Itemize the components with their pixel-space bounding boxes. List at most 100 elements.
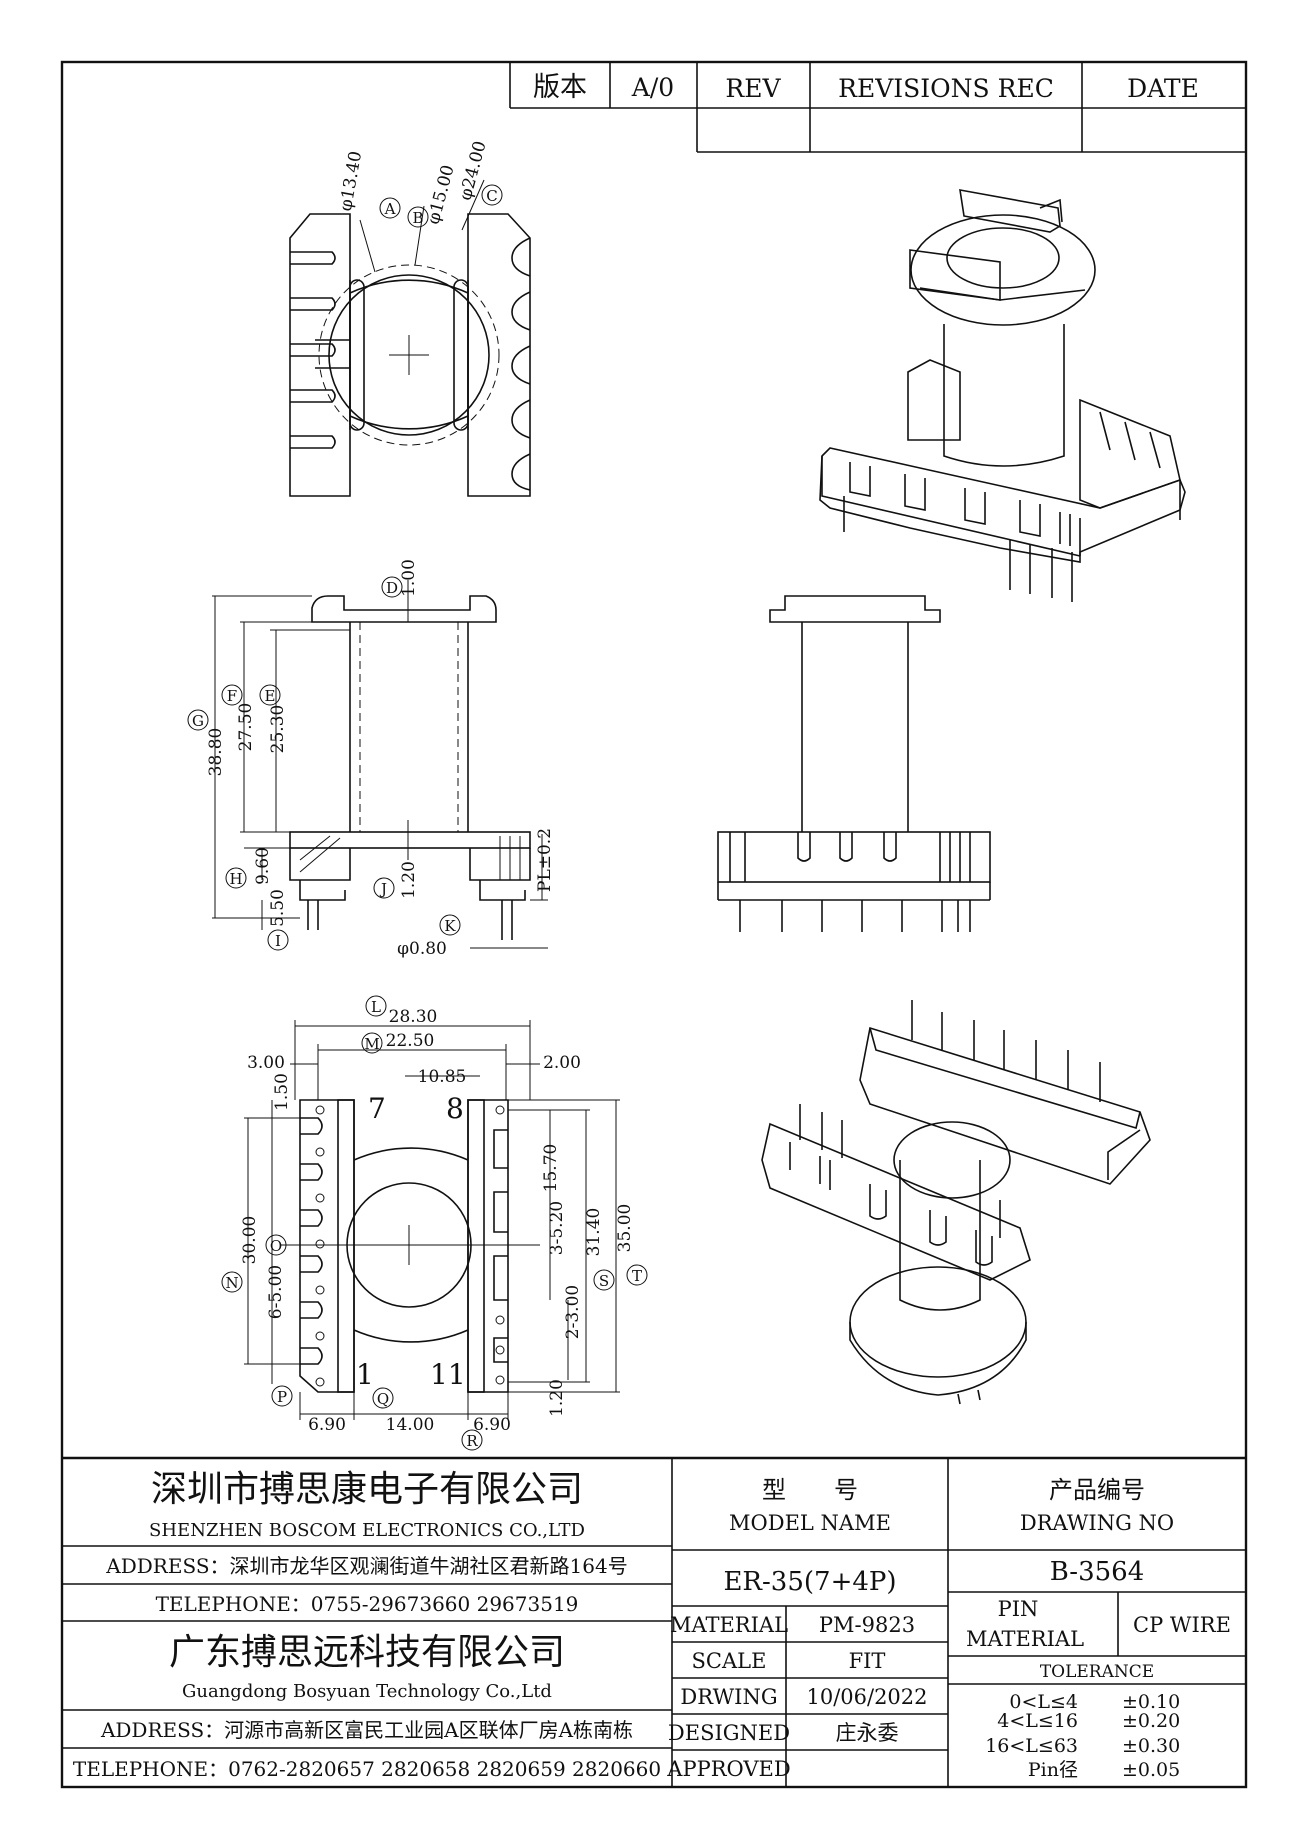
company2-name-cn: 广东搏思远科技有限公司 xyxy=(169,1632,565,1673)
dim-D-value: 1.00 xyxy=(399,559,419,597)
title-block: 深圳市搏思康电子有限公司 SHENZHEN BOSCOM ELECTRONICS… xyxy=(62,1456,1246,1787)
pin-material-value: CP WIRE xyxy=(1133,1613,1231,1637)
tolerance-value-3: ±0.30 xyxy=(1122,1735,1180,1757)
side-view-right xyxy=(717,595,991,932)
dim-10-85: 10.85 xyxy=(418,1067,467,1087)
dim-Q: Q 14.00 xyxy=(372,1387,435,1435)
tolerance-range-3: 16<L≤63 xyxy=(985,1735,1078,1757)
dim-P: P 6.90 xyxy=(271,1385,346,1435)
dim-A-label: A xyxy=(384,200,396,218)
revisions-header: REVISIONS REC xyxy=(838,74,1054,103)
dim-I: I 5.50 xyxy=(267,889,289,951)
pl-tolerance-note: PL±0.2 xyxy=(535,828,555,892)
drawing-label-cn: 产品编号 xyxy=(1049,1476,1145,1504)
tolerance-range-1: 0<L≤4 xyxy=(1009,1691,1078,1713)
dim-E-value: 25.30 xyxy=(268,705,288,754)
pin-material-label-2: MATERIAL xyxy=(966,1627,1084,1651)
dim-E: E 25.30 xyxy=(259,684,288,754)
tolerance-value-2: ±0.20 xyxy=(1122,1710,1180,1732)
material-label: MATERIAL xyxy=(670,1613,788,1637)
dim-L-label: L xyxy=(371,998,381,1016)
dim-15-70: 15.70 xyxy=(541,1144,561,1193)
dim-T-value: 35.00 xyxy=(615,1204,635,1253)
dim-A-value: φ13.40 xyxy=(336,150,366,213)
right-comb-slots xyxy=(511,237,531,491)
dim-R: R 6.90 xyxy=(461,1415,511,1451)
pin-number-1: 1 xyxy=(356,1358,374,1391)
right-pin-slots xyxy=(493,1105,508,1385)
dim-2-3-00: 2-3.00 xyxy=(563,1285,583,1339)
dim-N-value: 30.00 xyxy=(240,1216,260,1265)
dim-J: J 1.20 xyxy=(373,861,419,899)
dim-T-label: T xyxy=(632,1267,642,1285)
dim-S-label: S xyxy=(599,1272,609,1290)
dim-1-50: 1.50 xyxy=(272,1073,292,1111)
dim-B-value: φ15.00 xyxy=(424,163,459,227)
dim-B-label: B xyxy=(412,209,423,227)
dim-L-value: 28.30 xyxy=(389,1007,438,1027)
dim-K: K φ0.80 xyxy=(397,914,461,959)
dim-O-value: 6-5.00 xyxy=(266,1265,286,1319)
dim-D: D 1.00 xyxy=(381,559,419,598)
drawing-date-value: 10/06/2022 xyxy=(806,1685,927,1709)
dim-H-value: 9.60 xyxy=(253,847,273,885)
left-comb-slots xyxy=(290,251,336,449)
drawing-frame xyxy=(60,60,1248,1789)
dim-S: S 31.40 xyxy=(584,1208,615,1291)
pin-number-7: 7 xyxy=(368,1092,386,1125)
top-view: A φ13.40 B φ15.00 C φ24.00 xyxy=(289,139,531,497)
dim-G: G 38.80 xyxy=(187,709,226,777)
dim-Q-label: Q xyxy=(377,1390,389,1408)
dim-I-label: I xyxy=(275,932,281,950)
dim-2-00: 2.00 xyxy=(543,1053,581,1073)
company1-name-cn: 深圳市搏思康电子有限公司 xyxy=(151,1469,583,1510)
dim-M: M 22.50 xyxy=(361,1031,435,1054)
dim-N-label: N xyxy=(225,1274,238,1292)
tolerance-value-1: ±0.10 xyxy=(1122,1691,1180,1713)
company1-name-en: SHENZHEN BOSCOM ELECTRONICS CO.,LTD xyxy=(149,1520,585,1541)
dim-G-value: 38.80 xyxy=(206,728,226,777)
dim-F-label: F xyxy=(227,687,237,705)
designed-value: 庄永委 xyxy=(836,1721,899,1745)
isometric-view-bottom xyxy=(761,1000,1151,1405)
version-value: A/0 xyxy=(631,73,674,102)
dim-Q-value: 14.00 xyxy=(386,1415,435,1435)
dim-B: B φ15.00 xyxy=(407,163,459,228)
dim-A: A φ13.40 xyxy=(336,150,401,219)
tolerance-range-4: Pin径 xyxy=(1028,1759,1078,1781)
dim-P-value: 6.90 xyxy=(308,1415,346,1435)
company2-telephone: TELEPHONE：0762-2820657 2820658 2820659 2… xyxy=(73,1757,661,1781)
tolerance-label: TOLERANCE xyxy=(1040,1662,1154,1682)
dim-K-value: φ0.80 xyxy=(397,939,447,959)
dim-J-value: 1.20 xyxy=(399,861,419,899)
dim-F-value: 27.50 xyxy=(236,703,256,752)
company1-telephone: TELEPHONE：0755-29673660 29673519 xyxy=(156,1592,579,1616)
model-label-en: MODEL NAME xyxy=(729,1511,891,1535)
material-value: PM-9823 xyxy=(819,1613,915,1637)
dim-D-label: D xyxy=(386,579,398,597)
dim-O-label: O xyxy=(270,1237,282,1255)
scale-value: FIT xyxy=(849,1649,886,1673)
side-view-left: D 1.00 E 25.30 F 27.50 G 38.80 H 9.60 I … xyxy=(187,559,555,959)
tolerance-value-4: ±0.05 xyxy=(1122,1759,1180,1781)
dim-1-20: 1.20 xyxy=(547,1379,567,1417)
left-pin-slots xyxy=(300,1105,325,1387)
dim-F: F 27.50 xyxy=(221,684,256,752)
dim-3-00: 3.00 xyxy=(247,1053,285,1073)
rev-header: REV xyxy=(725,74,781,103)
company1-address: ADDRESS：深圳市龙华区观澜街道牛湖社区君新路164号 xyxy=(105,1554,627,1578)
dim-M-value: 22.50 xyxy=(386,1031,435,1051)
revision-block: 版本 A/0 REV REVISIONS REC DATE xyxy=(509,62,1246,153)
dim-O: O 6-5.00 xyxy=(265,1234,287,1319)
model-value: ER-35(7+4P) xyxy=(723,1567,896,1597)
dim-C: C φ24.00 xyxy=(456,139,503,206)
drawing-date-label: DRWING xyxy=(680,1685,777,1709)
dim-T: T 35.00 xyxy=(615,1204,648,1286)
version-label: 版本 xyxy=(533,72,587,103)
scale-label: SCALE xyxy=(692,1649,767,1673)
drawing-label-en: DRAWING NO xyxy=(1020,1511,1174,1535)
dim-S-value: 31.40 xyxy=(584,1208,604,1257)
model-label-cn: 型 号 xyxy=(762,1476,858,1504)
